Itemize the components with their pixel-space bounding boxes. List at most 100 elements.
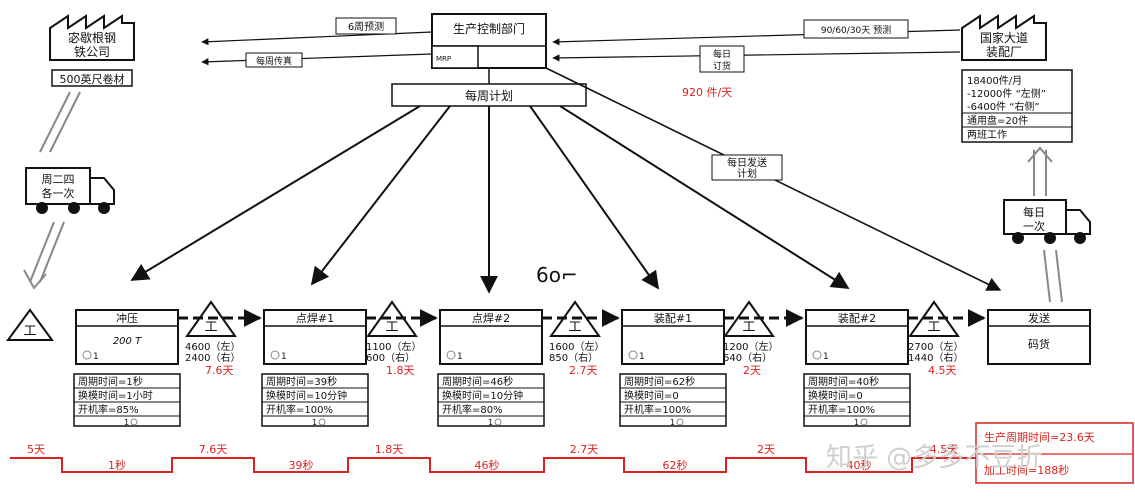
inventory-4: 工 1200（左）640（右）2天 [723, 300, 804, 377]
timeline-wait: 1.8天 [375, 443, 404, 456]
inventory-days: 4.5天 [928, 364, 957, 377]
timeline-process-time: 46秒 [475, 458, 500, 472]
customer-tray: 通用盘=20件 [967, 114, 1028, 127]
customer-demand-right: -6400件 “右侧” [967, 100, 1040, 113]
inventory-2: 工 1100（左）600（右）1.8天 [366, 300, 438, 377]
operator-count: 1 [823, 352, 829, 362]
inventory-right: 640（右） [723, 351, 772, 364]
changeover-time: 换模时间=10分钟 [442, 389, 523, 402]
inventory-marker: 工 [742, 320, 755, 335]
operator-count: 1 [639, 352, 645, 362]
weekly-schedule-label: 每周计划 [465, 88, 513, 103]
uptime: 开机率=85% [78, 403, 139, 416]
inventory-days: 2天 [743, 364, 761, 377]
cycle-time: 周期时间=62秒 [624, 375, 695, 388]
inventory-left: 1200（左） [723, 340, 778, 353]
weekly-schedule: 每周计划 [391, 68, 587, 107]
inventory-left: 4600（左） [185, 340, 240, 353]
changeover-time: 换模时间=10分钟 [266, 389, 347, 402]
customer-name-line2: 装配厂 [986, 45, 1022, 59]
factory-icon [49, 14, 135, 61]
truck-icon [25, 167, 115, 214]
inventory-marker: 工 [204, 320, 217, 335]
inventory-right: 850（右） [549, 351, 598, 364]
inventory-left: 1100（左） [366, 340, 421, 353]
lead-time: 生产周期时间=23.6天 [984, 430, 1095, 444]
inventory-right: 2400（右） [185, 351, 240, 364]
inventory-left: 1600（左） [549, 340, 604, 353]
operator-footer: 1 [670, 418, 675, 427]
truck-in-line1: 周二四 [42, 173, 75, 186]
daily-order-line1: 每日 [713, 48, 731, 60]
uptime: 开机率=100% [266, 403, 333, 416]
truck-icon [1003, 199, 1091, 244]
inventory-1: 工 4600（左）2400（右）7.6天 [178, 300, 262, 377]
inventory-triangle-icon [6, 308, 54, 341]
weekly-fax-label: 每周传真 [256, 55, 292, 67]
timeline-wait: 2天 [757, 443, 775, 456]
outbound-shipment: 每日 一次 [1003, 146, 1091, 303]
truck-out-line2: 一次 [1023, 219, 1045, 233]
process-name: 点焊#2 [472, 311, 510, 325]
supplier-material: 500英尺卷材 [60, 72, 125, 86]
timeline-process-time: 62秒 [663, 458, 688, 472]
process-name: 冲压 [116, 311, 138, 325]
inventory-days: 2.7天 [569, 364, 598, 377]
inventory-right: 600（右） [366, 351, 415, 364]
info-flows-top: 6周预测 每周传真 90/60/30天 预测 每日 订货 920 件/天 [201, 17, 961, 99]
changeover-time: 换模时间=0 [624, 389, 679, 402]
inventory-days: 7.6天 [205, 364, 234, 377]
factory-icon [961, 14, 1047, 61]
inventory-marker: 工 [927, 320, 940, 335]
inventory-days: 1.8天 [386, 364, 415, 377]
inventory-marker: 工 [23, 324, 36, 339]
cycle-time: 周期时间=40秒 [808, 375, 879, 388]
takt-time: 920 件/天 [682, 86, 732, 99]
timeline-ladder [10, 457, 976, 473]
customer-name-line1: 国家大道 [980, 30, 1028, 45]
inventory-marker: 工 [385, 320, 398, 335]
inventory-right: 1440（右） [908, 351, 963, 364]
operator-icon [812, 350, 822, 360]
daily-ship-line2: 计划 [737, 167, 757, 180]
customer-demand-left: -12000件 “左侧” [967, 87, 1046, 100]
operator-footer: 1 [488, 418, 493, 427]
watermark: 知乎 @多多不豆折 [826, 443, 1042, 473]
supplier-name-line1: 宓歇根钢 [68, 30, 116, 45]
process-name: 装配#2 [838, 312, 876, 325]
truck-in-line2: 各一次 [42, 186, 75, 200]
daily-order-line2: 订货 [713, 60, 731, 72]
go-see-glasses-icon: 6o⌐ [536, 263, 578, 287]
changeover-time: 换模时间=0 [808, 389, 863, 402]
mrp-label: MRP [436, 55, 451, 63]
operator-footer: 1 [312, 418, 317, 427]
uptime: 开机率=100% [624, 403, 691, 416]
operator-count: 1 [93, 352, 99, 362]
inbound-shipment: 周二四 各一次 [23, 91, 115, 290]
timeline-wait: 4.5天 [930, 443, 959, 456]
operator-icon [446, 350, 456, 360]
changeover-time: 换模时间=1小时 [78, 389, 153, 402]
production-control: 生产控制部门 MRP [431, 13, 547, 69]
timeline-process-time: 40秒 [847, 458, 872, 472]
timeline-wait: 5天 [27, 443, 45, 456]
control-title: 生产控制部门 [453, 21, 525, 36]
uptime: 开机率=100% [808, 403, 875, 416]
process-name: 装配#1 [654, 312, 692, 325]
operator-count: 1 [281, 352, 287, 362]
operator-icon [628, 350, 638, 360]
cycle-time: 周期时间=39秒 [266, 375, 337, 388]
daily-ship-line1: 每日发送 [727, 156, 767, 169]
operator-footer: 1 [124, 418, 129, 427]
